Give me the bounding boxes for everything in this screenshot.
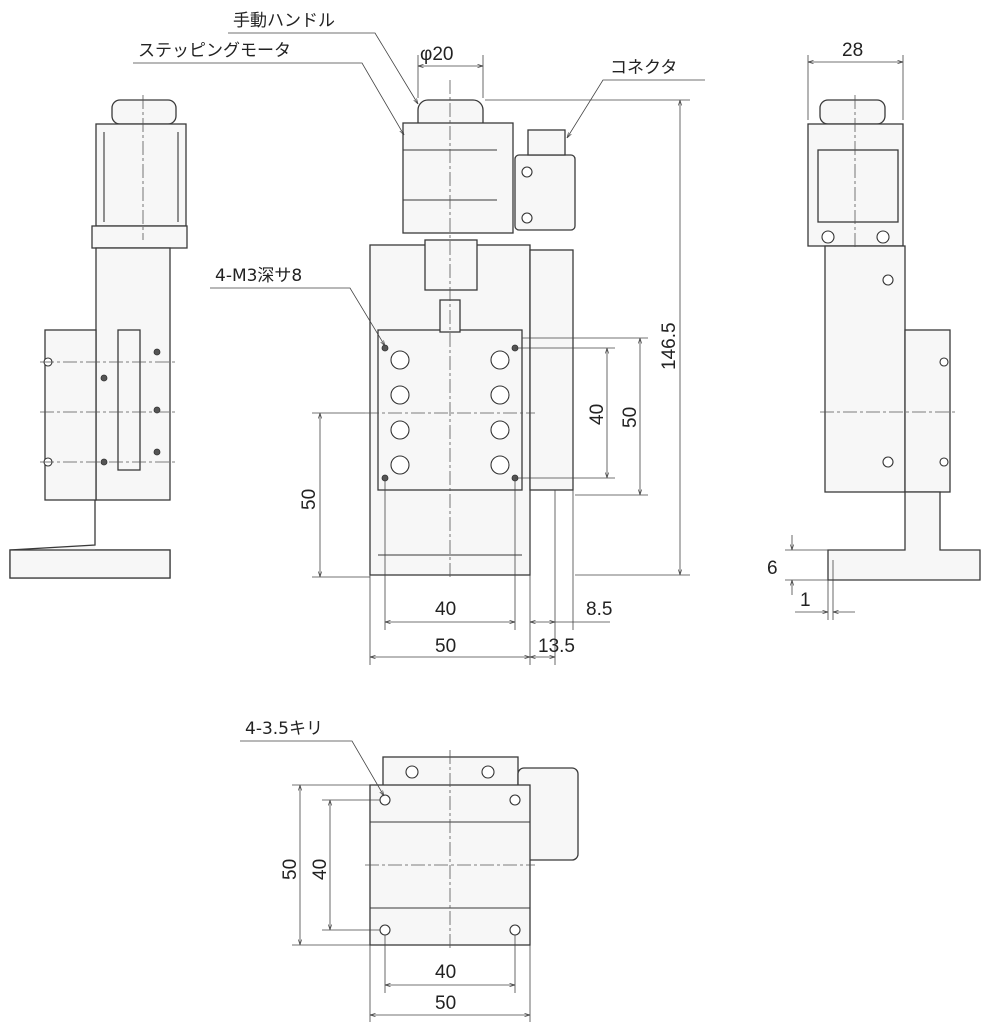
dim-stroke: 50 [299, 489, 320, 510]
label-tapped-holes: 4-M3深サ8 [215, 266, 302, 286]
dim-bottom-v40: 40 [310, 859, 331, 880]
dim-foot-1: 1 [800, 590, 811, 611]
dimensions: φ20 28 146.5 40 50 50 40 50 8.5 13.5 6 [280, 40, 904, 1022]
right-side-view [807, 95, 981, 581]
dim-side-width: 28 [842, 40, 863, 61]
dim-hole-pitch-v: 40 [587, 404, 608, 425]
front-view [365, 80, 576, 580]
dim-hole-pitch-h: 40 [435, 599, 456, 620]
bottom-view [365, 750, 579, 950]
dim-handle-diameter: φ20 [420, 44, 453, 65]
tapped-holes [381, 344, 519, 482]
dim-bottom-h50: 50 [435, 993, 456, 1014]
stepping-motor [402, 122, 514, 234]
dim-bottom-h40: 40 [435, 962, 456, 983]
dim-total-height: 146.5 [659, 322, 680, 370]
dim-13-5: 13.5 [538, 636, 575, 657]
label-stepping-motor: ステッピングモータ [138, 41, 291, 61]
dim-base-width: 50 [435, 636, 456, 657]
dim-bottom-v50: 50 [280, 859, 301, 880]
dim-table-v: 50 [620, 407, 641, 428]
label-connector: コネクタ [610, 58, 677, 78]
label-manual-handle: 手動ハンドル [233, 11, 335, 31]
dim-foot-6: 6 [767, 558, 778, 579]
left-side-view [9, 95, 188, 579]
label-through-holes: 4-3.5キリ [245, 719, 323, 739]
dim-8-5: 8.5 [586, 599, 612, 620]
callouts: 手動ハンドル ステッピングモータ コネクタ 4-M3深サ8 4-3.5キリ [133, 11, 705, 796]
